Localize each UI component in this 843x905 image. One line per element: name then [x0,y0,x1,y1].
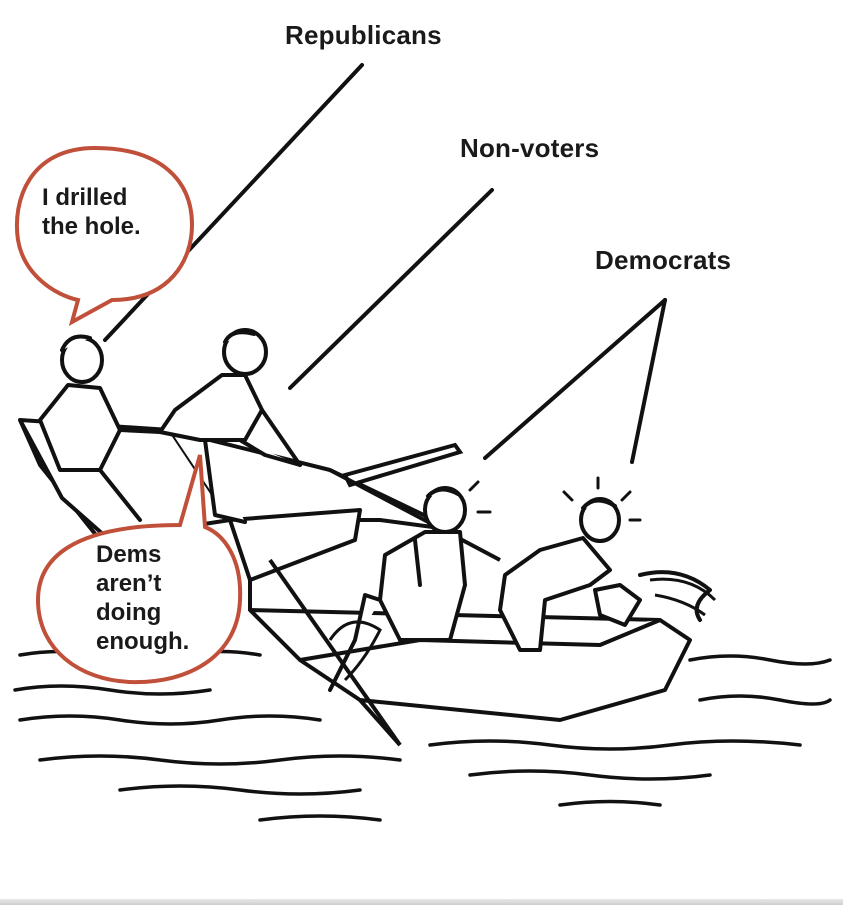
speech-line: Dems [96,541,162,568]
bottom-shade [0,899,843,905]
speech-line: the hole. [42,213,141,240]
water-splash [328,577,717,682]
non-voter-figure [158,328,302,524]
speech-bubble-top [15,145,195,327]
democrat-figure-1 [328,486,467,692]
republican-figure [38,334,162,522]
sweat-marks [468,476,642,522]
non-voters-pointer [288,188,494,390]
democrats-pointer-2 [630,298,667,464]
speech-bubble-bottom [35,454,243,685]
label-republicans: Republicans [285,20,442,50]
label-democrats: Democrats [595,245,732,275]
democrats-pointer-1 [483,298,667,460]
speech-line: enough. [96,628,190,655]
speech-bubble-bottom-text: Dems aren’t doing enough. [96,540,189,656]
oar [329,442,501,562]
speech-line: doing [96,599,162,626]
label-non-voters: Non-voters [460,133,600,163]
speech-line: aren’t [96,570,162,597]
speech-line: I drilled [42,184,128,211]
lower-boat [228,508,692,747]
speech-bubble-top-text: I drilled the hole. [42,183,141,241]
